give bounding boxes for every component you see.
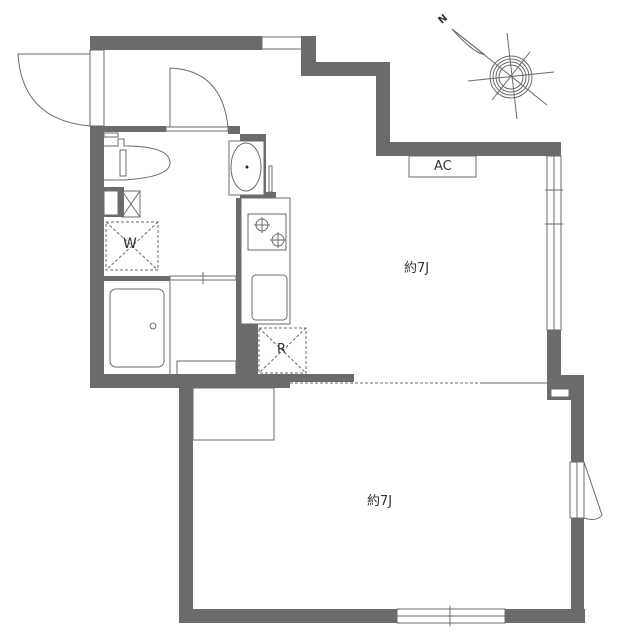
- wall-partition-stub: [290, 374, 354, 382]
- air-conditioner: [408, 155, 477, 178]
- wall-stepped: [301, 36, 561, 156]
- closet: [192, 387, 275, 441]
- toilet-door-frame: [165, 126, 229, 132]
- wall-bath-top: [104, 276, 170, 281]
- wall-wet-top-left: [104, 126, 166, 132]
- wall-wet-area-bottom: [90, 374, 290, 388]
- kitchen-counter: [240, 197, 291, 325]
- washbasin: [230, 142, 262, 192]
- ac-label: AC: [434, 159, 452, 174]
- stove: [247, 213, 287, 251]
- meter-box: [121, 190, 141, 218]
- toilet-door-swing: [169, 67, 229, 128]
- washer-space: [105, 221, 159, 271]
- wall-kitchen-west: [236, 198, 241, 374]
- wall-west-south-room: [179, 383, 193, 623]
- room-north-label: 約7J: [404, 261, 430, 276]
- wall-kitchen-stub: [236, 324, 258, 374]
- refrigerator-label: R: [277, 342, 287, 357]
- entrance-door-swing: [17, 53, 91, 127]
- wall-west-wet-area: [90, 126, 104, 388]
- room-south-label: 約7J: [367, 494, 393, 509]
- pipe-space: [550, 388, 570, 398]
- washer-label: W: [123, 236, 137, 252]
- kitchen-sink: [251, 274, 288, 321]
- wall-bottom-right: [505, 609, 585, 623]
- wall-top-entrance: [90, 36, 262, 50]
- wall-east: [547, 330, 584, 610]
- bath-step: [176, 360, 237, 376]
- window-top-entrance: [261, 36, 303, 50]
- window-swing: [583, 461, 603, 520]
- wall-bottom-left: [179, 609, 397, 623]
- toilet: [104, 138, 171, 181]
- bathtub: [109, 288, 165, 368]
- compass-icon: [451, 28, 555, 120]
- refrigerator-space: [258, 327, 307, 374]
- entrance-door-frame: [89, 49, 105, 127]
